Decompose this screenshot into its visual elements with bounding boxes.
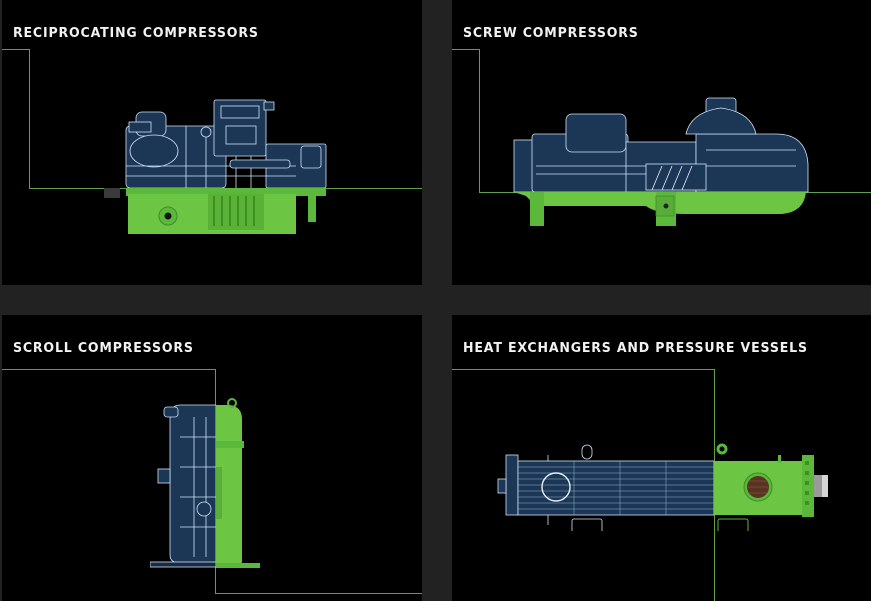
heat-exchanger-xray-icon — [497, 443, 828, 531]
reciprocating-compressor-xray-icon — [104, 99, 327, 234]
tile-scroll-compressors[interactable]: SCROLL COMPRESSORS — [2, 315, 422, 601]
guide-line — [29, 49, 30, 189]
tile-screw-compressors[interactable]: SCREW COMPRESSORS — [452, 0, 871, 285]
tile-title: SCROLL COMPRESSORS — [13, 340, 194, 356]
guide-line — [215, 593, 422, 594]
tile-title: SCREW COMPRESSORS — [463, 25, 639, 41]
tile-reciprocating-compressors[interactable]: RECIPROCATING COMPRESSORS — [2, 0, 422, 285]
guide-line — [452, 369, 715, 370]
guide-line — [2, 49, 30, 50]
tile-heat-exchangers-pressure-vessels[interactable]: HEAT EXCHANGERS AND PRESSURE VESSELS — [452, 315, 871, 601]
tile-title: HEAT EXCHANGERS AND PRESSURE VESSELS — [463, 340, 808, 356]
scroll-compressor-xray-icon — [150, 398, 260, 568]
guide-line — [479, 49, 480, 193]
screw-compressor-xray-icon — [513, 97, 809, 226]
guide-line — [452, 49, 480, 50]
guide-line — [2, 369, 216, 370]
tile-title: RECIPROCATING COMPRESSORS — [13, 25, 259, 41]
